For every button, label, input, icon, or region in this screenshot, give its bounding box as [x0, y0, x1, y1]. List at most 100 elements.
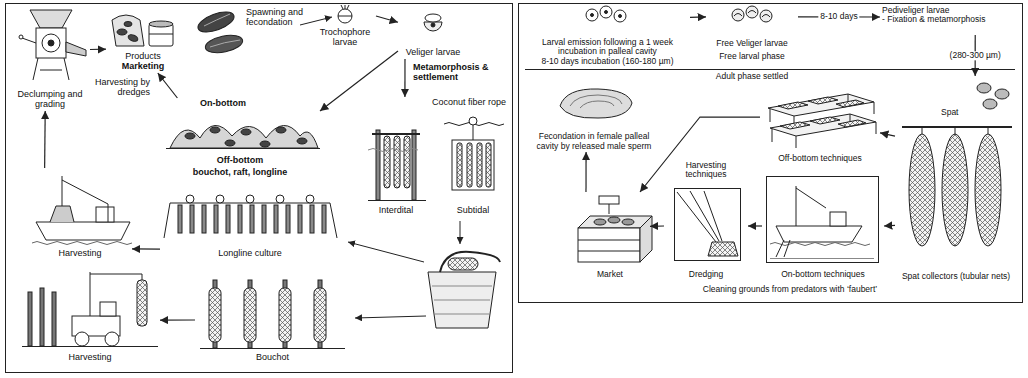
- edge-label: 8-10 days: [818, 12, 859, 21]
- intertidal-stakes: [368, 149, 418, 152]
- node-label: Market: [572, 270, 648, 279]
- veliger-larvae: Veliger larvae: [398, 5, 468, 59]
- flow-arrow: [884, 225, 895, 227]
- flow-arrow: [880, 133, 895, 136]
- trochophore-drawing: [347, 5, 349, 9]
- free-veliger-drawing: [732, 6, 772, 22]
- panel-frame: [6, 4, 513, 373]
- section-label: Spawning and fecondation: [246, 8, 314, 28]
- oyster-fecondation: Fecondation in female palleal cavity by …: [528, 86, 660, 152]
- node-label: Interdital: [366, 206, 426, 216]
- bouchot-harvester: [40, 288, 44, 346]
- subtidal-cage: [444, 117, 504, 190]
- node-label: Trochophore larvae: [316, 28, 374, 48]
- node-label: Off-bottom techniques: [762, 154, 878, 163]
- longline-rig: [298, 205, 302, 233]
- node-label: Bouchot: [197, 353, 348, 363]
- bouchot-drawing: [200, 348, 345, 349]
- longline-rig: [226, 205, 230, 233]
- product-pack-drawing: [149, 34, 173, 35]
- subtidal-cage: [477, 143, 482, 187]
- market-crate: [599, 196, 619, 204]
- bouchot-harvester: [100, 302, 116, 316]
- harvest-boat: [62, 180, 108, 204]
- market-crate: [594, 219, 606, 225]
- trochophore-drawing: [338, 16, 352, 17]
- on-bottom-boat-drawing: [830, 212, 846, 226]
- oyster-tables: [810, 117, 840, 124]
- oyster-tables: [768, 94, 876, 148]
- longline-rig: [330, 203, 337, 238]
- grading-machine-drawing: [30, 10, 72, 28]
- free-veliger-drawing: [734, 11, 770, 18]
- longline-rig: [202, 205, 206, 233]
- node-label: Products: [108, 52, 178, 62]
- veliger-drawing: [424, 14, 442, 31]
- adult-mussels: [210, 40, 240, 47]
- spat-collector-nets: [942, 134, 968, 246]
- spat-collector-nets: [922, 127, 923, 134]
- spawning-arrow: [300, 17, 332, 25]
- bouchot-drawing: [209, 288, 221, 342]
- longline-rig: [274, 205, 278, 233]
- intertidal-stakes: [412, 130, 416, 200]
- market-crate: [640, 216, 652, 262]
- mussel-bed: [166, 148, 320, 149]
- harvest-boat: [32, 242, 132, 245]
- spat-collector-nets: [988, 127, 989, 134]
- spat-drawing: [977, 83, 1009, 109]
- node-label: Harvesting techniques: [666, 161, 746, 180]
- seeding-basket: [432, 286, 492, 314]
- market-crate: [578, 196, 652, 262]
- on-bottom-boat-drawing: [784, 240, 790, 257]
- mussel-bed: [185, 133, 195, 139]
- subtidal-cage: [486, 143, 491, 187]
- grading-machine-drawing: [19, 35, 23, 39]
- flow-arrow: [376, 16, 398, 22]
- on-bottom-boat-drawing: [767, 177, 879, 263]
- dredge-drawing: [675, 189, 741, 261]
- flow-arrow: [690, 16, 706, 18]
- longline-rig: [276, 195, 284, 203]
- harvest-boat: [32, 176, 132, 245]
- oyster-tables: [796, 136, 797, 148]
- longline-rig: [190, 205, 194, 233]
- phase-divider: [525, 69, 1015, 70]
- dredge-drawing: [690, 191, 719, 241]
- spat-drawing: [983, 99, 997, 109]
- larvae-emission-drawing: [591, 14, 594, 17]
- node-label: On-bottom: [200, 99, 318, 109]
- dredging: Harvesting techniquesDredging: [664, 160, 748, 280]
- harvest-boat: [36, 222, 130, 240]
- harvest-boat: [96, 207, 114, 222]
- bouchot-harvester: [75, 332, 89, 346]
- spat-collector-nets: [902, 127, 1012, 246]
- longline-rig: [310, 205, 314, 233]
- seeding-basket: [448, 258, 478, 270]
- spat: Spat: [935, 76, 1017, 118]
- product-pack-drawing: [112, 15, 173, 46]
- seeding-basket: [460, 221, 461, 244]
- veliger-drawing: [424, 22, 442, 31]
- edge-label: (280-300 µm): [948, 51, 1003, 60]
- on-bottom-boat: On-bottom techniques: [762, 172, 884, 280]
- bouchot-poles: Bouchot: [195, 276, 350, 364]
- bouchot-harvester: [22, 272, 158, 347]
- veliger-drawing: [431, 23, 435, 27]
- longline-culture: Longline culture: [160, 188, 340, 260]
- oyster-drawing: [560, 89, 632, 118]
- grading-machine-drawing: [40, 70, 62, 71]
- bouchot-drawing: [279, 288, 291, 342]
- product-pack-drawing: [127, 33, 138, 42]
- off-bottom-tables: Off-bottom techniques: [760, 86, 880, 164]
- intertidal-stakes: [368, 130, 426, 201]
- node-label: Larval emission following a 1 week incub…: [527, 38, 688, 57]
- node-label: Dredging: [666, 270, 746, 279]
- dredge-drawing: [704, 191, 722, 241]
- dredge-drawing: [708, 242, 738, 256]
- market-crate: [578, 251, 640, 252]
- trochophore-larvae: Trochophore larvae: [314, 5, 376, 49]
- node-label: Veliger larvae: [400, 48, 466, 58]
- larval-emission: Larval emission following a 1 week incub…: [525, 5, 690, 67]
- longline-rig: [178, 205, 182, 233]
